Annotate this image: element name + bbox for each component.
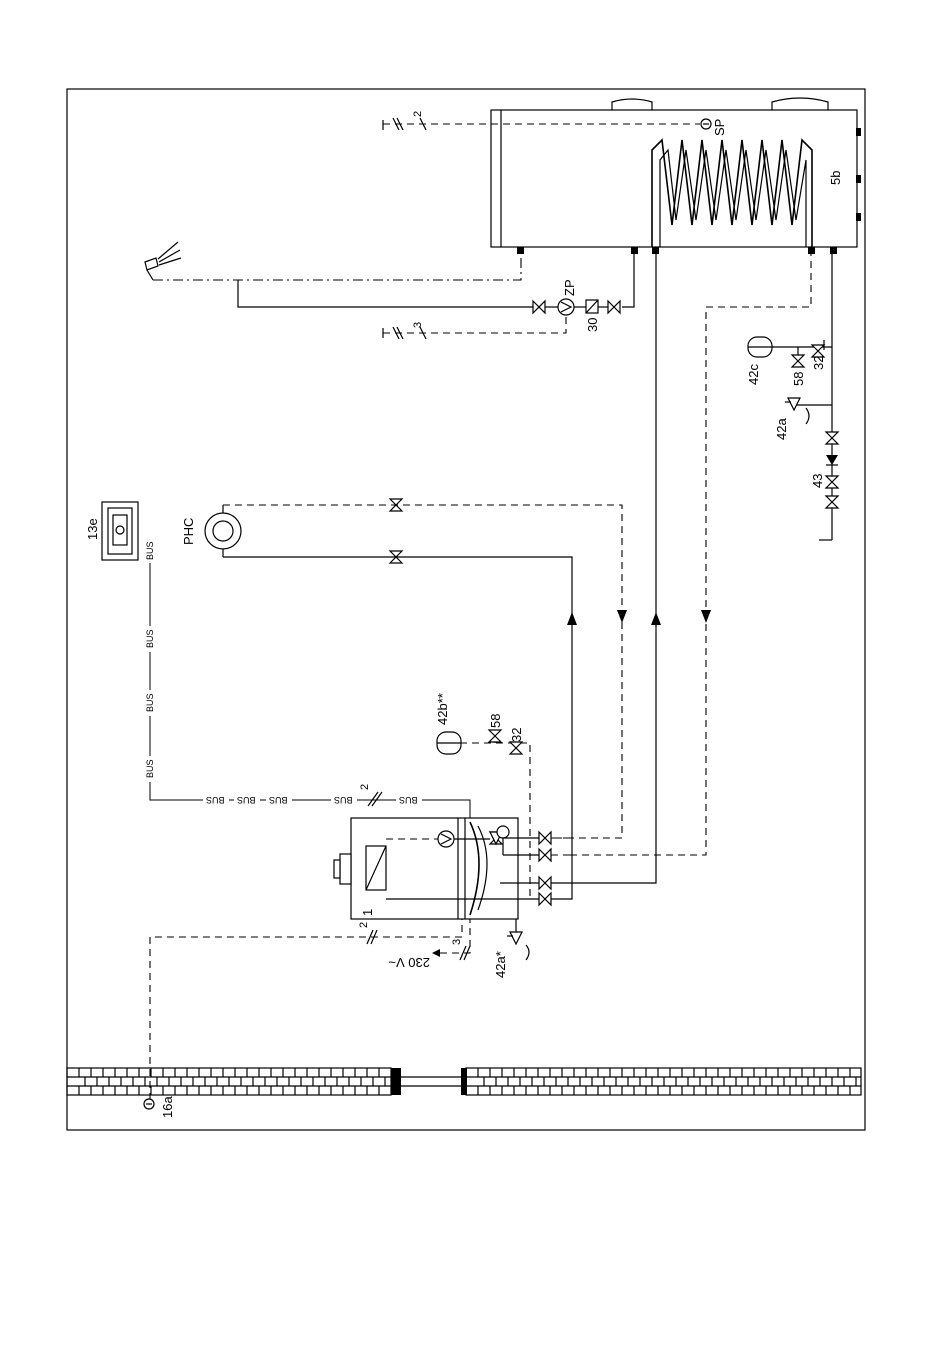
v58-boiler-label: 58 <box>488 714 503 728</box>
hot-water-tank: 5b SP <box>491 98 861 254</box>
exp-vessel-tank-label: 42c <box>746 364 761 385</box>
svg-text:BUS: BUS <box>269 795 288 805</box>
svg-text:BUS: BUS <box>145 759 155 778</box>
v32-tank-label: 32 <box>811 356 826 370</box>
boiler <box>334 818 545 919</box>
v58-tank-label: 58 <box>791 372 806 386</box>
exp-vessel-boiler-label: 42b** <box>435 693 450 725</box>
label-43: 43 <box>810 474 825 488</box>
label-30: 30 <box>585 318 600 332</box>
svg-text:BUS: BUS <box>237 795 256 805</box>
bus-labels: BUS BUS BUS BUS BUS BUS BUS BUS BUS <box>145 537 422 806</box>
v32-boiler-label: 32 <box>509 728 524 742</box>
svg-text:BUS: BUS <box>145 693 155 712</box>
zp-label: ZP <box>562 279 577 296</box>
boiler-label: 1 <box>360 909 375 916</box>
boiler-service-valves <box>539 832 551 905</box>
outer-wall <box>67 1068 861 1095</box>
wire-2-label-bus: 2 <box>359 784 371 790</box>
wire-2-label-sensor: 2 <box>358 922 370 928</box>
svg-text:BUS: BUS <box>334 795 353 805</box>
room-control-unit <box>102 502 138 560</box>
phc-label: PHC <box>181 518 196 545</box>
room-unit-label: 13e <box>85 518 100 540</box>
safety-valve-boiler-label: 42a* <box>493 951 508 978</box>
sp-label: SP <box>712 119 727 136</box>
circulation-pump-zp <box>533 299 620 315</box>
diagram-frame <box>67 89 865 1130</box>
svg-text:BUS: BUS <box>145 629 155 648</box>
safety-valve-tank-label: 42a <box>774 418 789 440</box>
safety-valve-boiler <box>507 932 529 960</box>
svg-text:BUS: BUS <box>145 541 155 560</box>
wire-3-label-power: 3 <box>451 939 463 945</box>
phc-radiator <box>205 505 241 557</box>
wire-3-label-top: 3 <box>412 322 424 328</box>
svg-text:BUS: BUS <box>206 795 225 805</box>
svg-text:BUS: BUS <box>399 795 418 805</box>
tank-label: 5b <box>828 171 843 185</box>
shower-icon <box>145 242 181 280</box>
outdoor-sensor-label: 16a <box>160 1096 175 1118</box>
voltage-label: 230 V~ <box>388 955 430 970</box>
wire-2-label-top: 2 <box>412 111 424 117</box>
